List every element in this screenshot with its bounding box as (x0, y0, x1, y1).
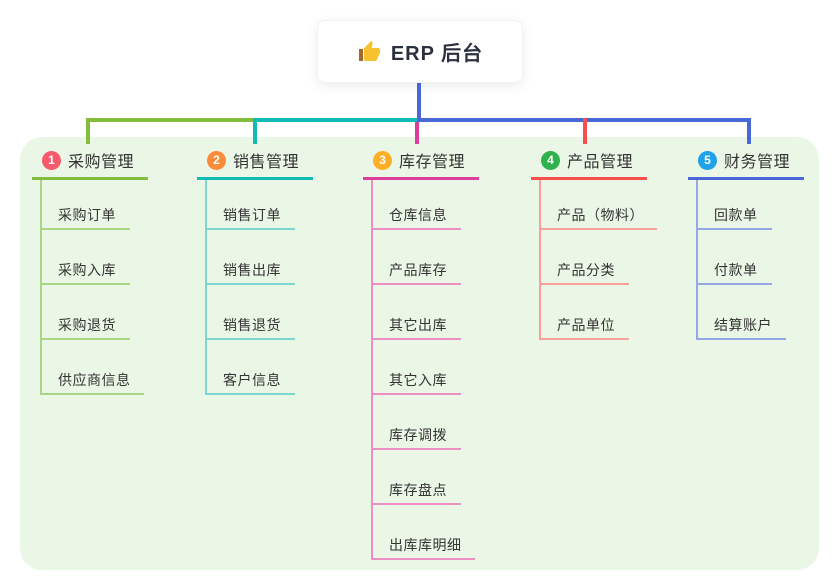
child-node[interactable]: 回款单 (714, 207, 758, 223)
child-node[interactable]: 供应商信息 (58, 372, 131, 388)
child-node[interactable]: 产品单位 (557, 317, 615, 333)
child-node[interactable]: 付款单 (714, 262, 758, 278)
child-underline (539, 228, 657, 230)
child-underline (371, 503, 461, 505)
child-node[interactable]: 库存调拨 (389, 427, 447, 443)
child-underline (371, 283, 461, 285)
child-underline (40, 393, 144, 395)
child-node[interactable]: 销售出库 (223, 262, 281, 278)
branch-node-4[interactable]: 4 产品管理 (541, 148, 633, 172)
drop-line-5 (747, 118, 751, 144)
child-underline (371, 558, 475, 560)
branch-label: 采购管理 (68, 154, 135, 171)
child-node[interactable]: 产品库存 (389, 262, 447, 278)
branch-underline-5 (688, 177, 804, 180)
child-node[interactable]: 产品分类 (557, 262, 615, 278)
branch-node-5[interactable]: 5 财务管理 (698, 148, 790, 172)
child-underline (205, 228, 295, 230)
child-node[interactable]: 销售订单 (223, 207, 281, 223)
branch-badge-3: 3 (373, 150, 392, 170)
child-underline (539, 338, 629, 340)
branch-badge-4: 4 (541, 150, 560, 170)
thumbs-up-icon (357, 40, 381, 64)
root-title: ERP 后台 (390, 43, 484, 65)
branch-underline-2 (197, 177, 313, 180)
branch-badge-5: 5 (698, 150, 717, 170)
child-node[interactable]: 销售退货 (223, 317, 281, 333)
branch-label: 财务管理 (724, 154, 791, 171)
child-node[interactable]: 产品（物料） (557, 207, 644, 223)
drop-line-2 (253, 118, 257, 144)
branch-underline-1 (32, 177, 148, 180)
child-node[interactable]: 结算账户 (714, 317, 772, 333)
branch-underline-4 (531, 177, 647, 180)
mindmap-panel (20, 137, 819, 570)
branch-label: 产品管理 (567, 154, 634, 171)
child-spine-5 (696, 180, 698, 340)
child-node[interactable]: 其它出库 (389, 317, 447, 333)
branch-badge-2: 2 (207, 150, 226, 170)
bus-segment-1 (86, 118, 255, 122)
branch-node-1[interactable]: 1 采购管理 (42, 148, 134, 172)
child-underline (539, 283, 629, 285)
child-node[interactable]: 客户信息 (223, 372, 281, 388)
child-node[interactable]: 采购退货 (58, 317, 116, 333)
child-node[interactable]: 库存盘点 (389, 482, 447, 498)
branch-node-3[interactable]: 3 库存管理 (373, 148, 465, 172)
child-node[interactable]: 采购入库 (58, 262, 116, 278)
child-node[interactable]: 仓库信息 (389, 207, 447, 223)
root-trunk-line (417, 83, 421, 122)
child-spine-2 (205, 180, 207, 395)
child-underline (371, 448, 461, 450)
child-underline (205, 393, 295, 395)
child-underline (40, 283, 130, 285)
child-node[interactable]: 出库库明细 (389, 537, 462, 553)
child-node[interactable]: 采购订单 (58, 207, 116, 223)
child-underline (696, 228, 772, 230)
child-spine-1 (40, 180, 42, 395)
bus-segment-2 (253, 118, 421, 122)
child-underline (371, 338, 461, 340)
child-underline (371, 393, 461, 395)
child-underline (40, 228, 130, 230)
child-underline (696, 338, 786, 340)
child-underline (371, 228, 461, 230)
child-underline (205, 283, 295, 285)
child-underline (40, 338, 130, 340)
child-underline (205, 338, 295, 340)
branch-label: 销售管理 (233, 154, 300, 171)
drop-line-3 (415, 122, 419, 144)
branch-node-2[interactable]: 2 销售管理 (207, 148, 299, 172)
branch-underline-3 (363, 177, 479, 180)
drop-line-1 (86, 118, 90, 144)
drop-line-4 (583, 118, 587, 144)
child-node[interactable]: 其它入库 (389, 372, 447, 388)
branch-badge-1: 1 (42, 150, 61, 170)
child-underline (696, 283, 772, 285)
root-node-erp[interactable]: ERP 后台 (317, 20, 523, 83)
branch-label: 库存管理 (399, 154, 466, 171)
child-spine-3 (371, 180, 373, 560)
child-spine-4 (539, 180, 541, 340)
